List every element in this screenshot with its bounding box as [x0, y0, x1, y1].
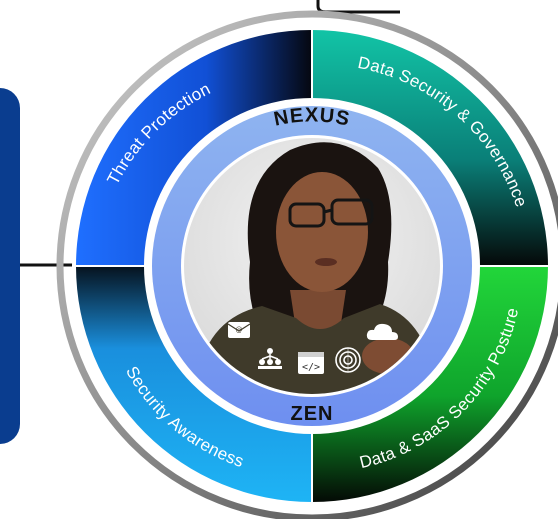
fingerprint-icon: [335, 347, 361, 373]
core-bottom-label: ZEN: [291, 403, 334, 425]
segment-threat-protection[interactable]: [76, 30, 312, 266]
svg-text:@: @: [236, 326, 243, 334]
cloud-icon: [366, 323, 398, 340]
svg-text:</>: </>: [302, 362, 320, 373]
connector-line-top: [316, 0, 400, 14]
outer-ring: [56, 10, 558, 519]
network-icon: [258, 348, 282, 369]
code-window-icon: </>: [298, 352, 324, 374]
segment-security-awareness[interactable]: [76, 266, 312, 502]
segment-data-saas-security-posture[interactable]: [312, 266, 548, 502]
core-top-label: NEXUS: [272, 104, 352, 130]
email-icon: @: [227, 322, 251, 338]
person-photo: [184, 138, 440, 394]
segment-data-security-governance[interactable]: [312, 30, 548, 266]
left-panel: [0, 88, 20, 444]
